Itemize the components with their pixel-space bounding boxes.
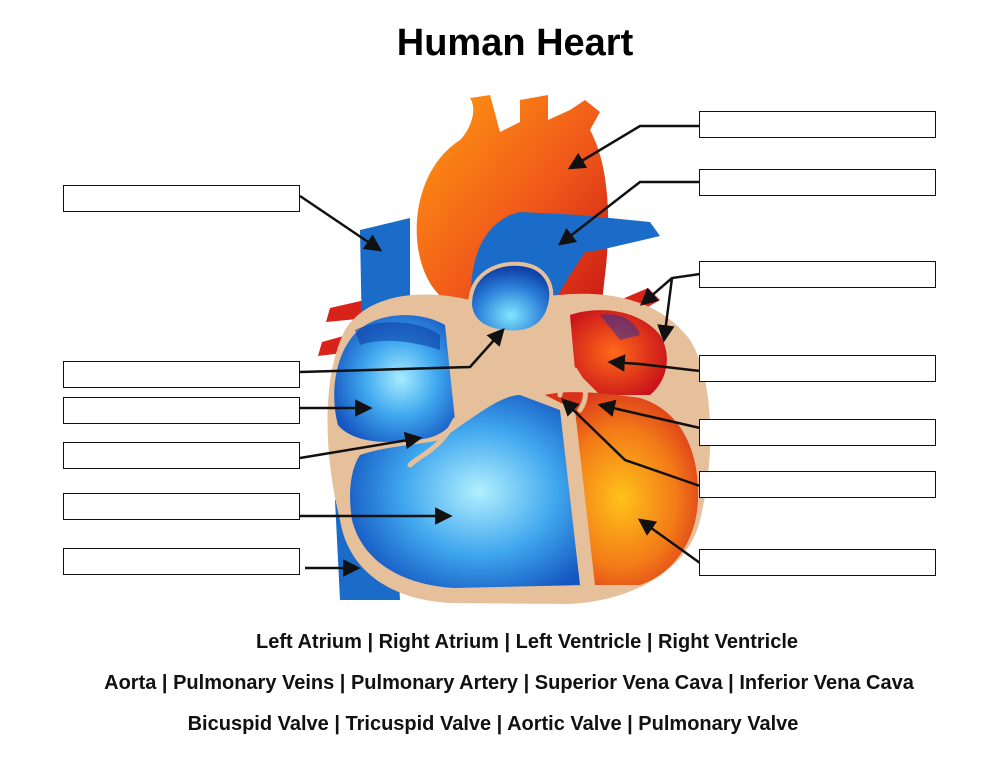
interventricular-septum [510, 325, 595, 585]
left-ventricle [545, 392, 699, 585]
label-box-right-2[interactable] [699, 169, 936, 196]
label-box-left-4[interactable] [63, 442, 300, 469]
pointer-lines [299, 124, 701, 577]
word-bank-line-1: Left Atrium | Right Atrium | Left Ventri… [255, 631, 799, 653]
right-ventricle [350, 395, 585, 588]
label-box-right-7[interactable] [699, 549, 936, 576]
valve-flaps [407, 327, 588, 468]
word-bank-line-3: Bicuspid Valve | Tricuspid Valve | Aorti… [187, 713, 799, 735]
pulmonary-valve-region [467, 261, 554, 335]
label-box-left-5[interactable] [63, 493, 300, 520]
label-box-right-6[interactable] [699, 471, 936, 498]
label-box-left-2[interactable] [63, 361, 300, 388]
label-box-right-3[interactable] [699, 261, 936, 288]
label-box-right-1[interactable] [699, 111, 936, 138]
left-atrium [570, 310, 667, 395]
label-box-left-3[interactable] [63, 397, 300, 424]
label-box-right-4[interactable] [699, 355, 936, 382]
label-box-right-5[interactable] [699, 419, 936, 446]
label-box-left-1[interactable] [63, 185, 300, 212]
label-box-left-6[interactable] [63, 548, 300, 575]
word-bank-line-2: Aorta | Pulmonary Veins | Pulmonary Arte… [104, 672, 914, 694]
page-title: Human Heart [396, 22, 634, 64]
